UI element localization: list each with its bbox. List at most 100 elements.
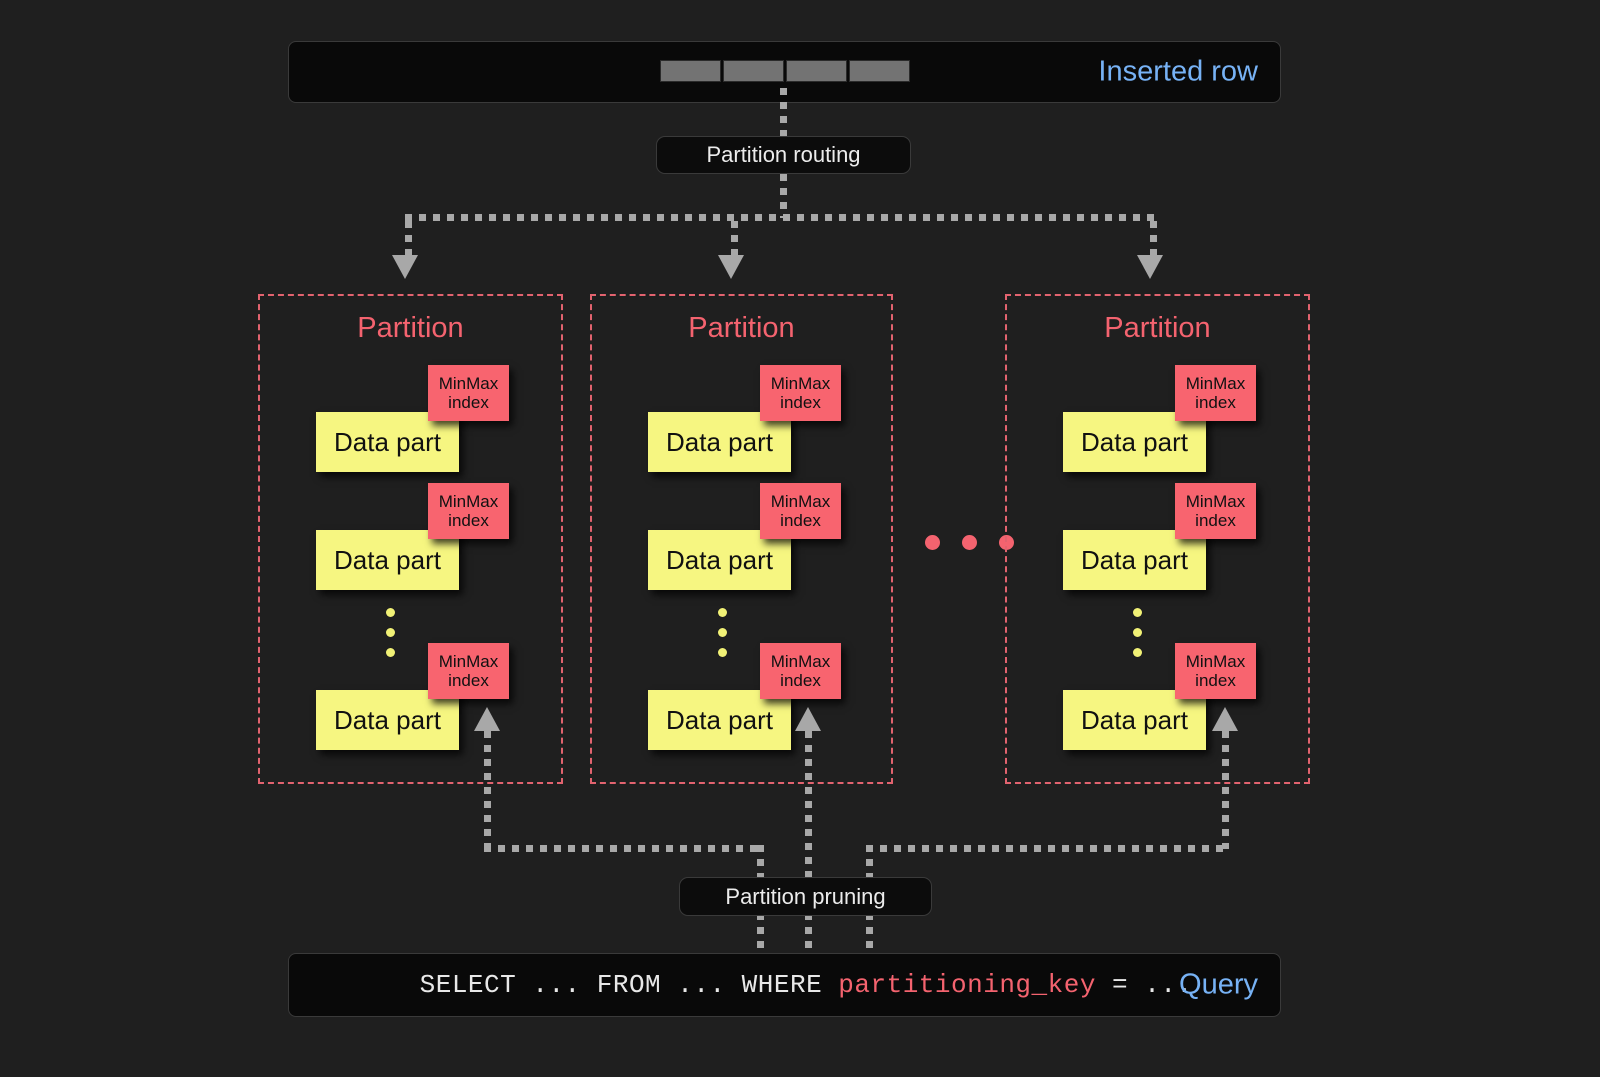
ellipsis-dot (1133, 628, 1142, 637)
ellipsis-dot (386, 648, 395, 657)
ellipsis-dot (1133, 608, 1142, 617)
minmax-index-line2: index (1195, 671, 1236, 690)
connector-bus-to-partition-3 (1150, 221, 1157, 257)
connector-partition-3-down (1222, 731, 1229, 849)
query-text: SELECT ... FROM ... WHERE partitioning_k… (323, 940, 1193, 1030)
arrow-down-partition-1 (392, 255, 418, 279)
inserted-row-cells (660, 60, 910, 82)
data-part-box: Data part (648, 690, 791, 750)
partition-title: Partition (357, 312, 464, 344)
row-cell (723, 60, 784, 82)
partition-title: Partition (688, 312, 795, 344)
connector-pruning-to-query-2 (805, 913, 812, 955)
partition-pruning-label: Partition pruning (725, 883, 886, 909)
minmax-index-line2: index (780, 393, 821, 412)
connector-routing-to-bus (780, 174, 787, 218)
connector-row-to-routing (780, 88, 787, 140)
connector-partition-1-to-pruning (484, 845, 764, 852)
data-part-row: Data part MinMax index (316, 643, 516, 750)
minmax-index-line2: index (448, 671, 489, 690)
data-part-row: Data part MinMax index (316, 483, 516, 590)
data-part-row: Data part MinMax index (1063, 365, 1263, 472)
data-part-row: Data part MinMax index (1063, 643, 1263, 750)
minmax-index-badge: MinMax index (760, 365, 841, 421)
data-part-box: Data part (1063, 530, 1206, 590)
minmax-index-badge: MinMax index (428, 365, 509, 421)
data-part-box: Data part (1063, 690, 1206, 750)
ellipsis-dot (718, 628, 727, 637)
minmax-index-line1: MinMax (770, 491, 831, 511)
data-part-ellipsis (386, 608, 395, 657)
minmax-index-badge: MinMax index (428, 643, 509, 699)
ellipsis-dot (718, 608, 727, 617)
ellipsis-dot (962, 535, 977, 550)
inserted-row-label: Inserted row (1098, 55, 1258, 88)
minmax-index-line2: index (780, 511, 821, 530)
connector-pruning-to-query-1 (757, 913, 764, 955)
minmax-index-line1: MinMax (438, 373, 499, 393)
data-part-row: Data part MinMax index (1063, 483, 1263, 590)
partition-box-3: Partition Data part MinMax index Data pa… (1005, 294, 1310, 784)
query-prefix: SELECT ... FROM ... WHERE (419, 970, 839, 1000)
minmax-index-line1: MinMax (770, 373, 831, 393)
partition-title: Partition (1104, 312, 1211, 344)
partition-routing-box[interactable]: Partition routing (656, 136, 911, 174)
partitions-ellipsis (925, 535, 1014, 550)
data-part-row: Data part MinMax index (648, 365, 848, 472)
data-part-box: Data part (648, 412, 791, 472)
minmax-index-line2: index (1195, 393, 1236, 412)
ellipsis-dot (386, 628, 395, 637)
minmax-index-badge: MinMax index (1175, 365, 1256, 421)
data-part-box: Data part (316, 530, 459, 590)
minmax-index-line1: MinMax (770, 651, 831, 671)
connector-pruning-input-1 (757, 845, 764, 881)
minmax-index-line2: index (1195, 511, 1236, 530)
arrow-up-partition-2 (795, 707, 821, 731)
data-part-row: Data part MinMax index (648, 643, 848, 750)
row-cell (849, 60, 910, 82)
ellipsis-dot (925, 535, 940, 550)
ellipsis-dot (718, 648, 727, 657)
connector-partition-2-to-pruning (805, 731, 812, 881)
minmax-index-badge: MinMax index (1175, 643, 1256, 699)
minmax-index-line1: MinMax (438, 651, 499, 671)
minmax-index-line2: index (448, 393, 489, 412)
query-keyword: partitioning_key (838, 970, 1096, 1000)
minmax-index-line1: MinMax (1185, 651, 1246, 671)
data-part-ellipsis (1133, 608, 1142, 657)
data-part-row: Data part MinMax index (648, 483, 848, 590)
data-part-box: Data part (316, 690, 459, 750)
minmax-index-badge: MinMax index (1175, 483, 1256, 539)
connector-partition-1-down (484, 731, 491, 849)
row-cell (660, 60, 721, 82)
partition-pruning-box[interactable]: Partition pruning (679, 877, 932, 916)
arrow-down-partition-3 (1137, 255, 1163, 279)
partition-box-1: Partition Data part MinMax index Data pa… (258, 294, 563, 784)
query-label: Query (1179, 968, 1258, 1001)
query-suffix: = ... (1095, 970, 1193, 1000)
minmax-index-badge: MinMax index (760, 643, 841, 699)
connector-pruning-to-query-3 (866, 913, 873, 955)
minmax-index-badge: MinMax index (428, 483, 509, 539)
minmax-index-line2: index (780, 671, 821, 690)
connector-bus-to-partition-2 (731, 221, 738, 257)
ellipsis-dot (1133, 648, 1142, 657)
data-part-box: Data part (648, 530, 791, 590)
minmax-index-line1: MinMax (1185, 373, 1246, 393)
minmax-index-badge: MinMax index (760, 483, 841, 539)
arrow-down-partition-2 (718, 255, 744, 279)
query-bar: SELECT ... FROM ... WHERE partitioning_k… (288, 953, 1281, 1017)
minmax-index-line1: MinMax (1185, 491, 1246, 511)
ellipsis-dot (386, 608, 395, 617)
minmax-index-line2: index (448, 511, 489, 530)
arrow-up-partition-1 (474, 707, 500, 731)
row-cell (786, 60, 847, 82)
partition-box-2: Partition Data part MinMax index Data pa… (590, 294, 893, 784)
partition-routing-label: Partition routing (706, 142, 861, 167)
data-part-box: Data part (316, 412, 459, 472)
connector-partition-3-to-pruning (866, 845, 1229, 852)
data-part-ellipsis (718, 608, 727, 657)
minmax-index-line1: MinMax (438, 491, 499, 511)
data-part-box: Data part (1063, 412, 1206, 472)
